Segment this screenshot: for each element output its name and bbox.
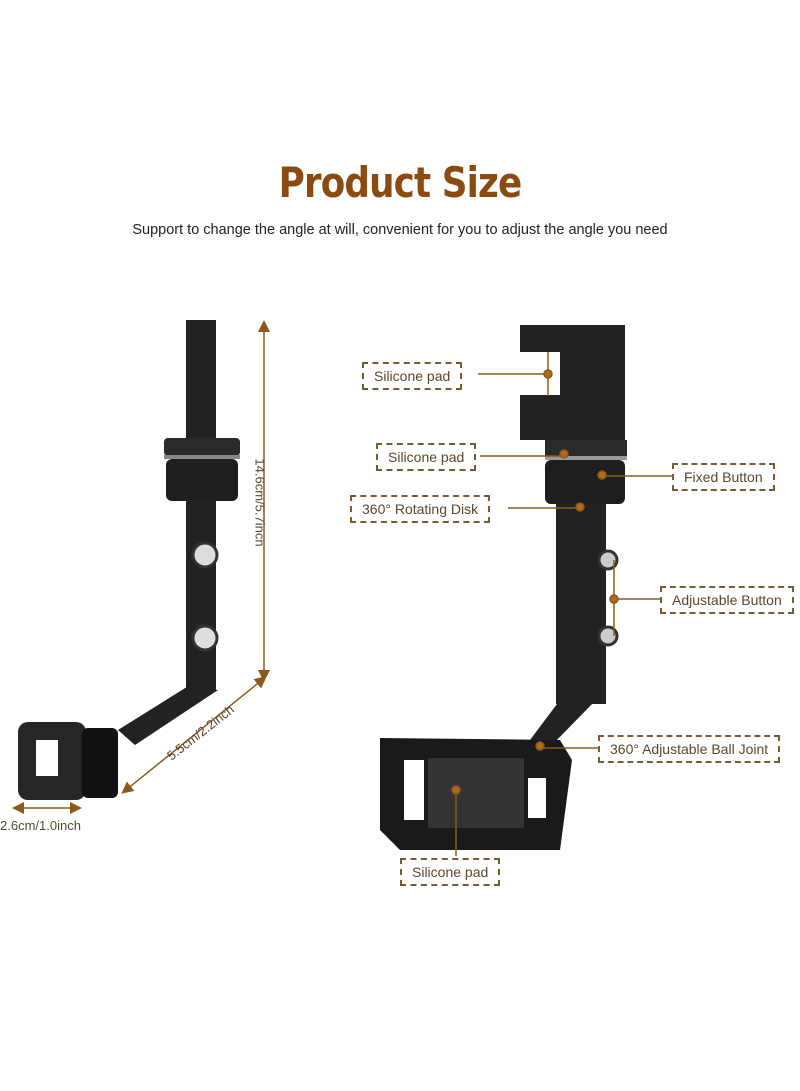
dimension-arrows (12, 320, 270, 814)
callout-lines (451, 352, 672, 856)
callout-silicone-pad-top: Silicone pad (362, 362, 463, 390)
holder-side-view (18, 320, 240, 800)
callout-fixed-button: Fixed Button (672, 463, 775, 491)
callout-silicone-pad-middle: Silicone pad (376, 443, 477, 471)
callout-silicone-pad-bottom: Silicone pad (400, 858, 501, 886)
width-dimension-label: 2.6cm/1.0inch (0, 818, 81, 833)
page-subtitle: Support to change the angle at will, con… (132, 222, 668, 238)
holder-front-view (380, 325, 627, 850)
callout-adjustable-button: Adjustable Button (660, 586, 794, 614)
page-title: Product Size (278, 158, 523, 207)
callout-ball-joint: 360° Adjustable Ball Joint (598, 735, 781, 763)
height-dimension-label: 14.6cm/5.7incn (252, 458, 268, 547)
callout-rotating-disk: 360° Rotating Disk (350, 495, 491, 523)
